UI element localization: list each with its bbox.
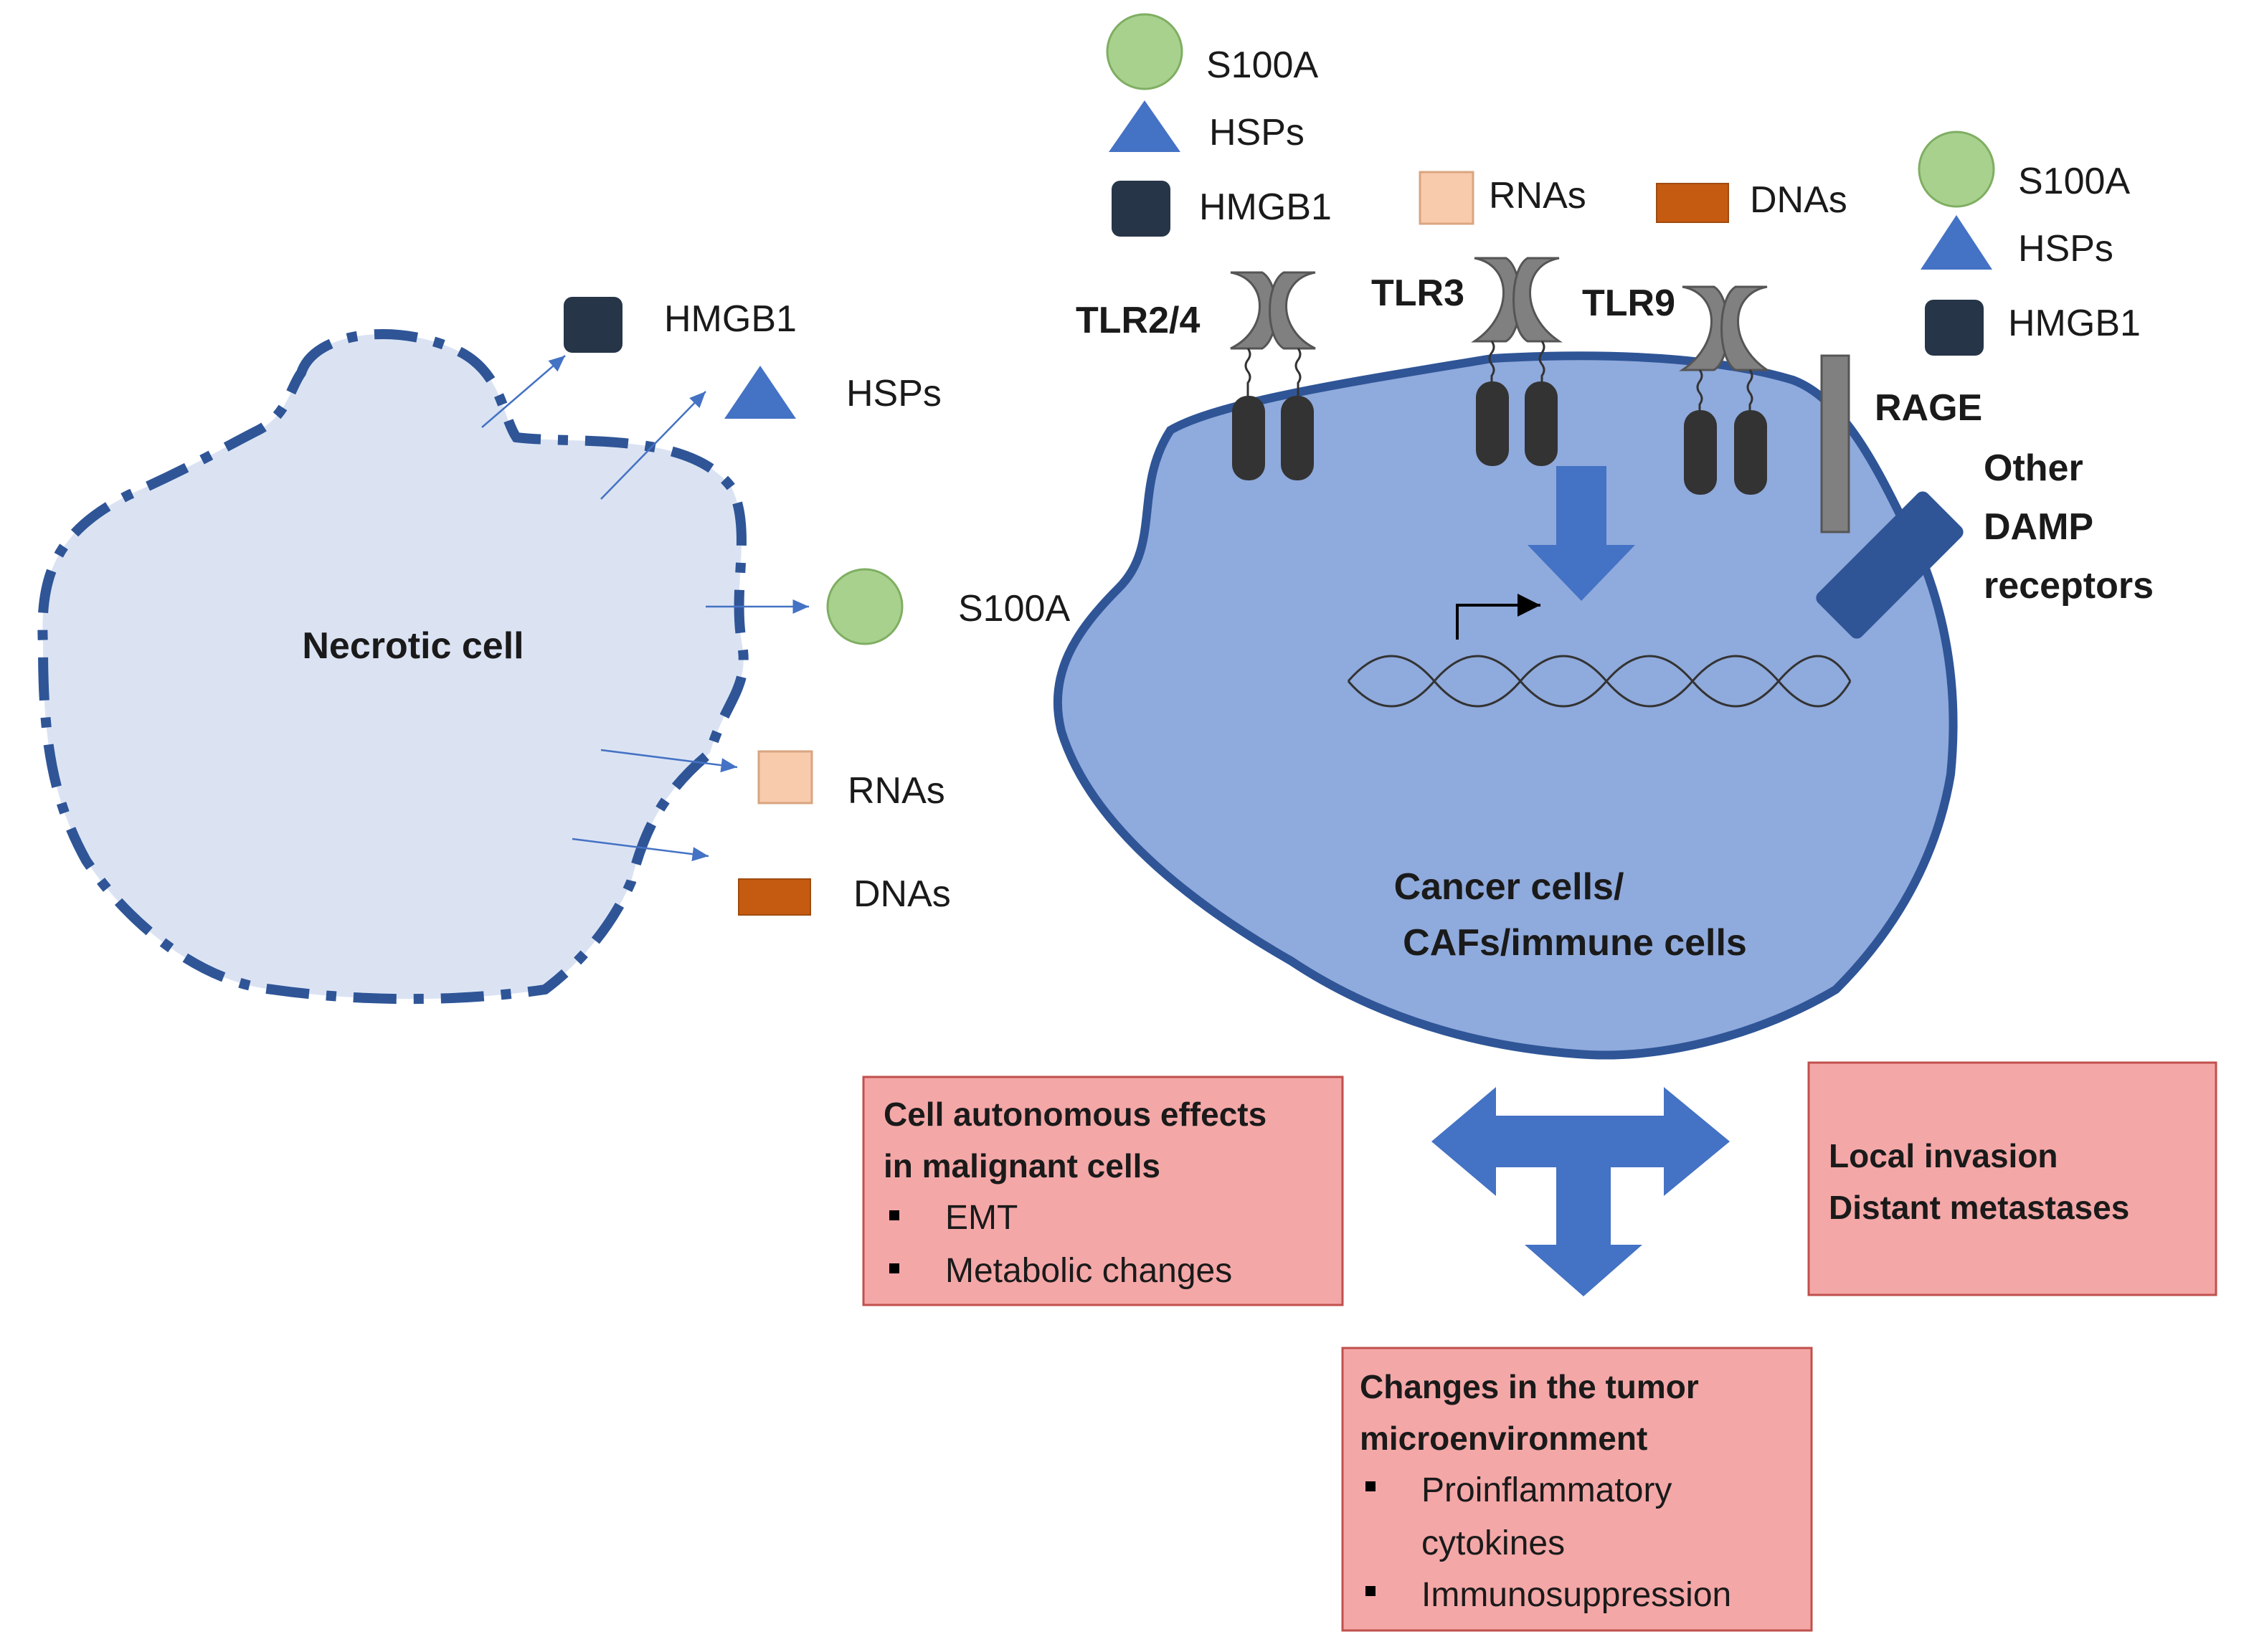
receptor-tm-right — [1281, 396, 1314, 480]
rage-bar — [1820, 354, 1850, 533]
dnas-icon — [738, 878, 811, 916]
target-cell: Cancer cells/ CAFs/immune cells — [1053, 351, 1958, 1060]
necrotic-cell: Necrotic cell — [37, 329, 749, 1005]
rnas-icon — [1419, 171, 1474, 225]
released-s100a-label: S100A — [958, 588, 1070, 630]
box-tme: Changes in the tumor microenvironment Pr… — [1341, 1347, 1813, 1632]
hmgb1-icon — [564, 297, 622, 353]
box-cell-autonomous-bg — [862, 1076, 1344, 1306]
receptor-tm-right — [1525, 381, 1558, 466]
rnas-icon — [757, 750, 813, 804]
necrotic-cell-membrane — [37, 329, 749, 1005]
released-hsps-label: HSPs — [846, 373, 942, 414]
receptor-tm-left — [1684, 410, 1717, 495]
receptor-linker — [1696, 369, 1753, 416]
box-cell-autonomous-title-1: Cell autonomous effects — [884, 1096, 1266, 1133]
tlr9-label: TLR9 — [1582, 283, 1675, 324]
released-rnas-label: RNAs — [848, 770, 945, 812]
right-legend-hmgb1-label: HMGB1 — [2008, 303, 2141, 344]
receptor-linker — [1488, 341, 1545, 387]
transcription-start-arrow — [1456, 594, 1540, 640]
box-cell-autonomous-item-1: EMT — [945, 1199, 1018, 1237]
s100a-icon — [1918, 130, 1995, 208]
bullet-icon — [889, 1263, 899, 1273]
receptor-tlr9: TLR9 — [1582, 283, 1771, 495]
target-cell-label-line1: Cancer cells/ — [1394, 866, 1624, 908]
receptor-tm-left — [1232, 396, 1265, 480]
other-receptor-bar — [1816, 491, 1964, 639]
receptor-tm-left — [1476, 381, 1509, 466]
receptor-tm-right — [1734, 410, 1767, 495]
necrotic-cell-label: Necrotic cell — [302, 625, 524, 667]
box-invasion-line-1: Local invasion — [1829, 1137, 2058, 1174]
hsps-icon — [1921, 215, 1992, 270]
rage-label: RAGE — [1875, 387, 1982, 429]
top-legend: S100A HSPs HMGB1 RNAs DNAs — [1106, 13, 1847, 237]
legend-dnas-label: DNAs — [1750, 179, 1847, 221]
receptor-head-icon — [1471, 257, 1563, 343]
receptor-tlr24: TLR2/4 — [1076, 271, 1316, 480]
target-cell-label-line2: CAFs/immune cells — [1403, 922, 1747, 964]
other-receptor-label-line1: Other — [1984, 447, 2083, 489]
legend-hsps-label: HSPs — [1209, 112, 1305, 153]
box-invasion: Local invasion Distant metastases — [1807, 1061, 2217, 1296]
other-receptor-label-line3: receptors — [1984, 565, 2154, 607]
bullet-icon — [1365, 1481, 1376, 1491]
release-arrows — [481, 355, 809, 862]
s100a-icon — [826, 568, 904, 645]
receptor-other: Other DAMP receptors — [1816, 447, 2154, 639]
dnas-icon — [1656, 183, 1729, 223]
right-legend-s100a-label: S100A — [2018, 161, 2130, 202]
box-cell-autonomous-title-2: in malignant cells — [884, 1147, 1160, 1185]
legend-hmgb1-label: HMGB1 — [1199, 186, 1332, 228]
release-arrow-dnas — [572, 837, 709, 862]
box-cell-autonomous: Cell autonomous effects in malignant cel… — [862, 1076, 1344, 1306]
receptor-rage: RAGE — [1820, 354, 1982, 533]
box-tme-item-2: Immunosuppression — [1421, 1576, 1731, 1614]
released-molecules: HMGB1 HSPs S100A RNAs DNAs — [564, 297, 1070, 916]
legend-s100a-label: S100A — [1206, 44, 1318, 86]
released-dnas-label: DNAs — [853, 873, 951, 915]
hsps-icon — [1109, 100, 1180, 152]
right-legend: S100A HSPs HMGB1 — [1918, 130, 2141, 356]
hsps-icon — [724, 366, 796, 419]
box-invasion-line-2: Distant metastases — [1829, 1189, 2129, 1226]
box-tme-title-2: microenvironment — [1360, 1420, 1647, 1457]
outcome-t-arrow — [1431, 1087, 1730, 1296]
box-tme-title-1: Changes in the tumor — [1360, 1368, 1699, 1405]
receptor-head-icon — [1679, 285, 1771, 371]
legend-rnas-label: RNAs — [1489, 175, 1586, 217]
box-invasion-bg — [1807, 1061, 2217, 1296]
right-legend-hsps-label: HSPs — [2018, 228, 2113, 270]
bullet-icon — [889, 1210, 899, 1220]
box-tme-bg — [1341, 1347, 1813, 1632]
receptor-tlr3: TLR3 — [1371, 257, 1563, 466]
hmgb1-icon — [1112, 181, 1170, 237]
box-tme-item-1-line-1: Proinflammatory — [1421, 1471, 1672, 1509]
release-arrow-hmgb1 — [481, 355, 566, 428]
receptor-head-icon — [1230, 271, 1316, 350]
bullet-icon — [1365, 1586, 1376, 1596]
released-hmgb1-label: HMGB1 — [664, 298, 797, 340]
release-arrow-hsps — [600, 391, 706, 500]
hmgb1-icon — [1925, 300, 1984, 356]
s100a-icon — [1106, 13, 1183, 90]
other-receptor-label-line2: DAMP — [1984, 506, 2093, 548]
tlr3-label: TLR3 — [1371, 272, 1464, 314]
box-cell-autonomous-item-2: Metabolic changes — [945, 1252, 1232, 1290]
receptor-linker — [1244, 348, 1302, 397]
box-tme-item-1-line-2: cytokines — [1421, 1524, 1565, 1562]
dna-helix-icon — [1347, 655, 1852, 708]
tlr24-label: TLR2/4 — [1076, 300, 1200, 341]
release-arrow-rnas — [600, 749, 738, 773]
signal-down-arrow — [1528, 466, 1635, 601]
target-cell-membrane — [1053, 351, 1958, 1060]
